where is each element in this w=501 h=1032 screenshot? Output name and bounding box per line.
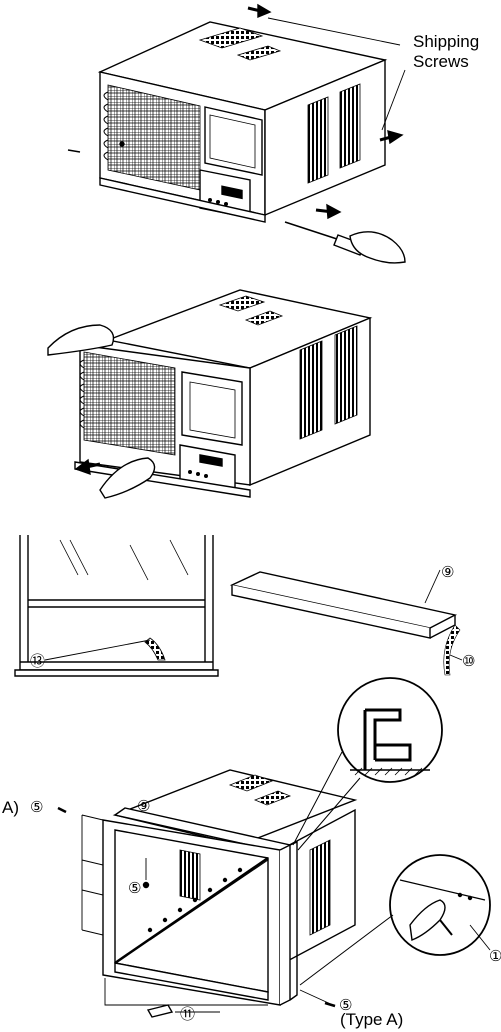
callout-5-left: ⑤ <box>30 798 44 816</box>
callout-9-bracket: ⑨ <box>441 563 455 581</box>
figure-shipping-screws <box>67 3 406 264</box>
callout-13-strip: ⑬ <box>30 652 46 670</box>
figure-cabinet-install <box>57 677 491 1018</box>
type-a-left-label: A) <box>2 798 19 817</box>
callout-9-top-rail: ⑨ <box>137 797 151 815</box>
callout-1-partial: ① <box>489 947 501 965</box>
callout-10-foam: ⑩ <box>462 652 476 670</box>
figure-window-sill <box>14 535 463 677</box>
shipping-screws-label-line1: Shipping <box>413 32 480 51</box>
figure-remove-chassis <box>47 289 373 499</box>
callout-5-inner: ⑤ <box>128 879 142 897</box>
type-a-bottom-label: (Type A) <box>340 1010 404 1029</box>
shipping-screws-label-line2: Screws <box>413 52 469 71</box>
callout-5-right: ⑤ <box>339 996 353 1014</box>
callout-11-bracket: ⑪ <box>180 1005 196 1023</box>
